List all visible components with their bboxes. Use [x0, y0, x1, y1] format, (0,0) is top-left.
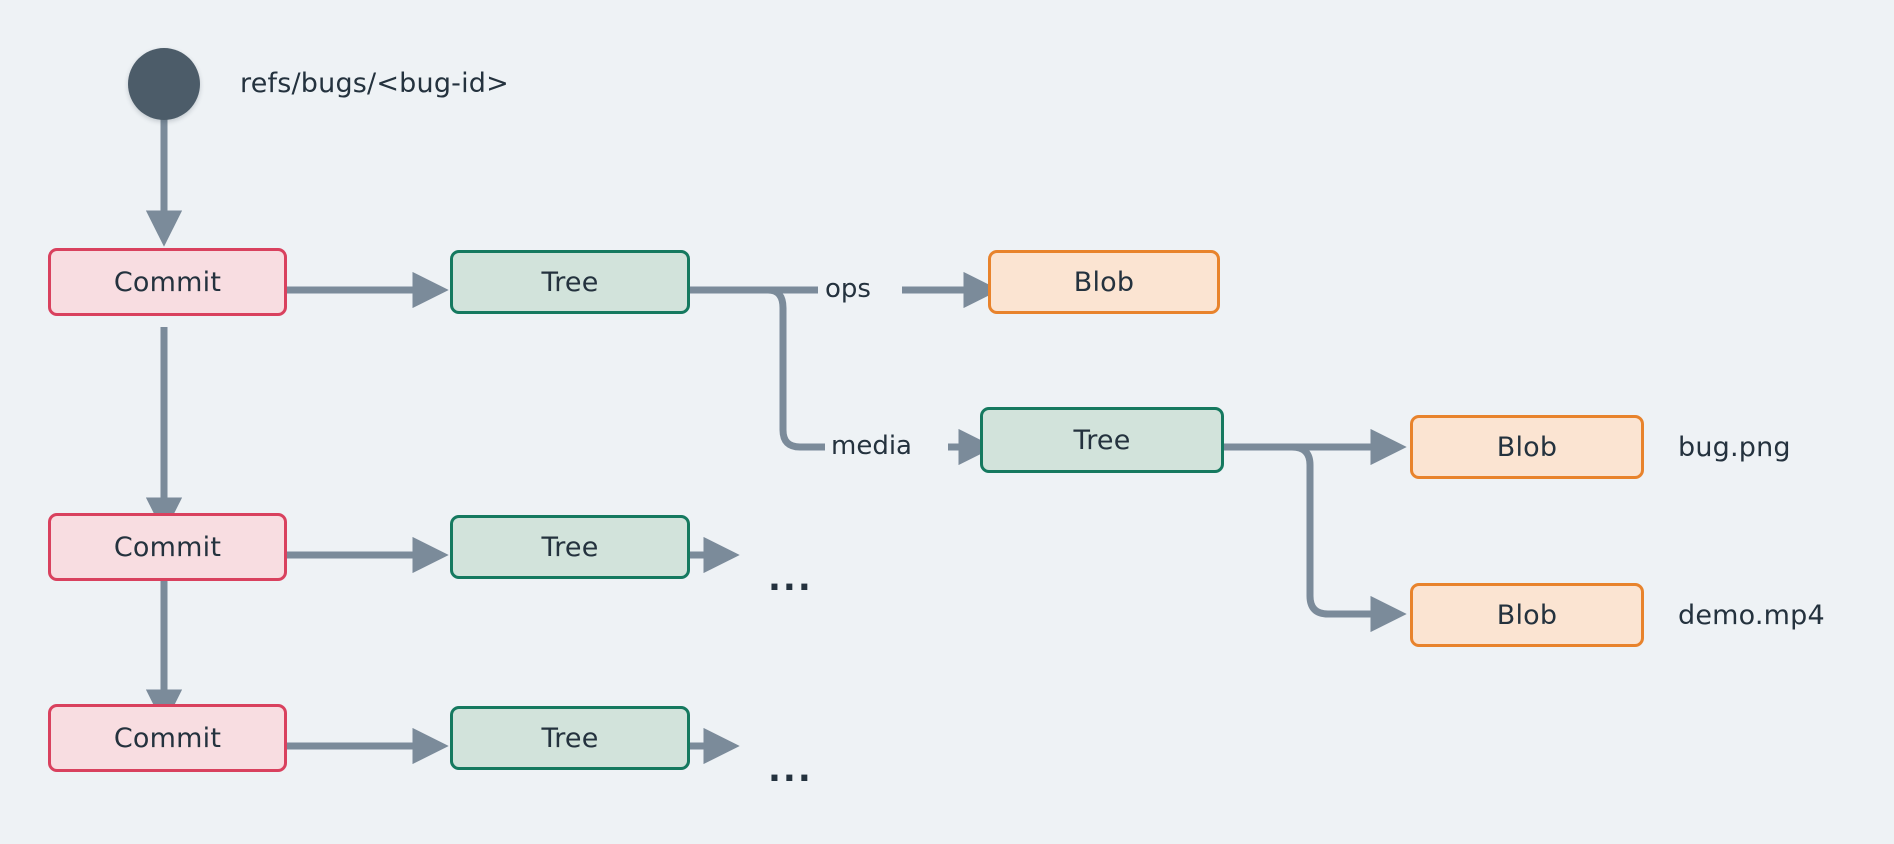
node-tree-3[interactable]: Tree: [450, 706, 690, 770]
node-commit-1[interactable]: Commit: [48, 248, 287, 316]
node-tree-1[interactable]: Tree: [450, 250, 690, 314]
node-tree-2[interactable]: Tree: [450, 515, 690, 579]
edge-tree1-to-media: [767, 286, 825, 451]
node-blob-bug-png[interactable]: Blob: [1410, 415, 1644, 479]
ref-pointer-dot[interactable]: [128, 48, 200, 120]
ellipsis-row-2: ...: [768, 559, 813, 599]
ref-name-label: refs/bugs/<bug-id>: [240, 68, 509, 99]
file-label-demo-mp4: demo.mp4: [1678, 600, 1825, 631]
edge-treemedia-to-blob-demo: [1291, 443, 1407, 633]
file-label-bug-png: bug.png: [1678, 432, 1791, 463]
node-blob-ops[interactable]: Blob: [988, 250, 1220, 314]
node-commit-3[interactable]: Commit: [48, 704, 287, 772]
ellipsis-row-3: ...: [768, 750, 813, 790]
node-commit-2[interactable]: Commit: [48, 513, 287, 581]
node-blob-demo-mp4[interactable]: Blob: [1410, 583, 1644, 647]
edge-label-media: media: [828, 431, 915, 461]
node-tree-media[interactable]: Tree: [980, 407, 1224, 473]
edge-label-ops: ops: [822, 274, 874, 304]
